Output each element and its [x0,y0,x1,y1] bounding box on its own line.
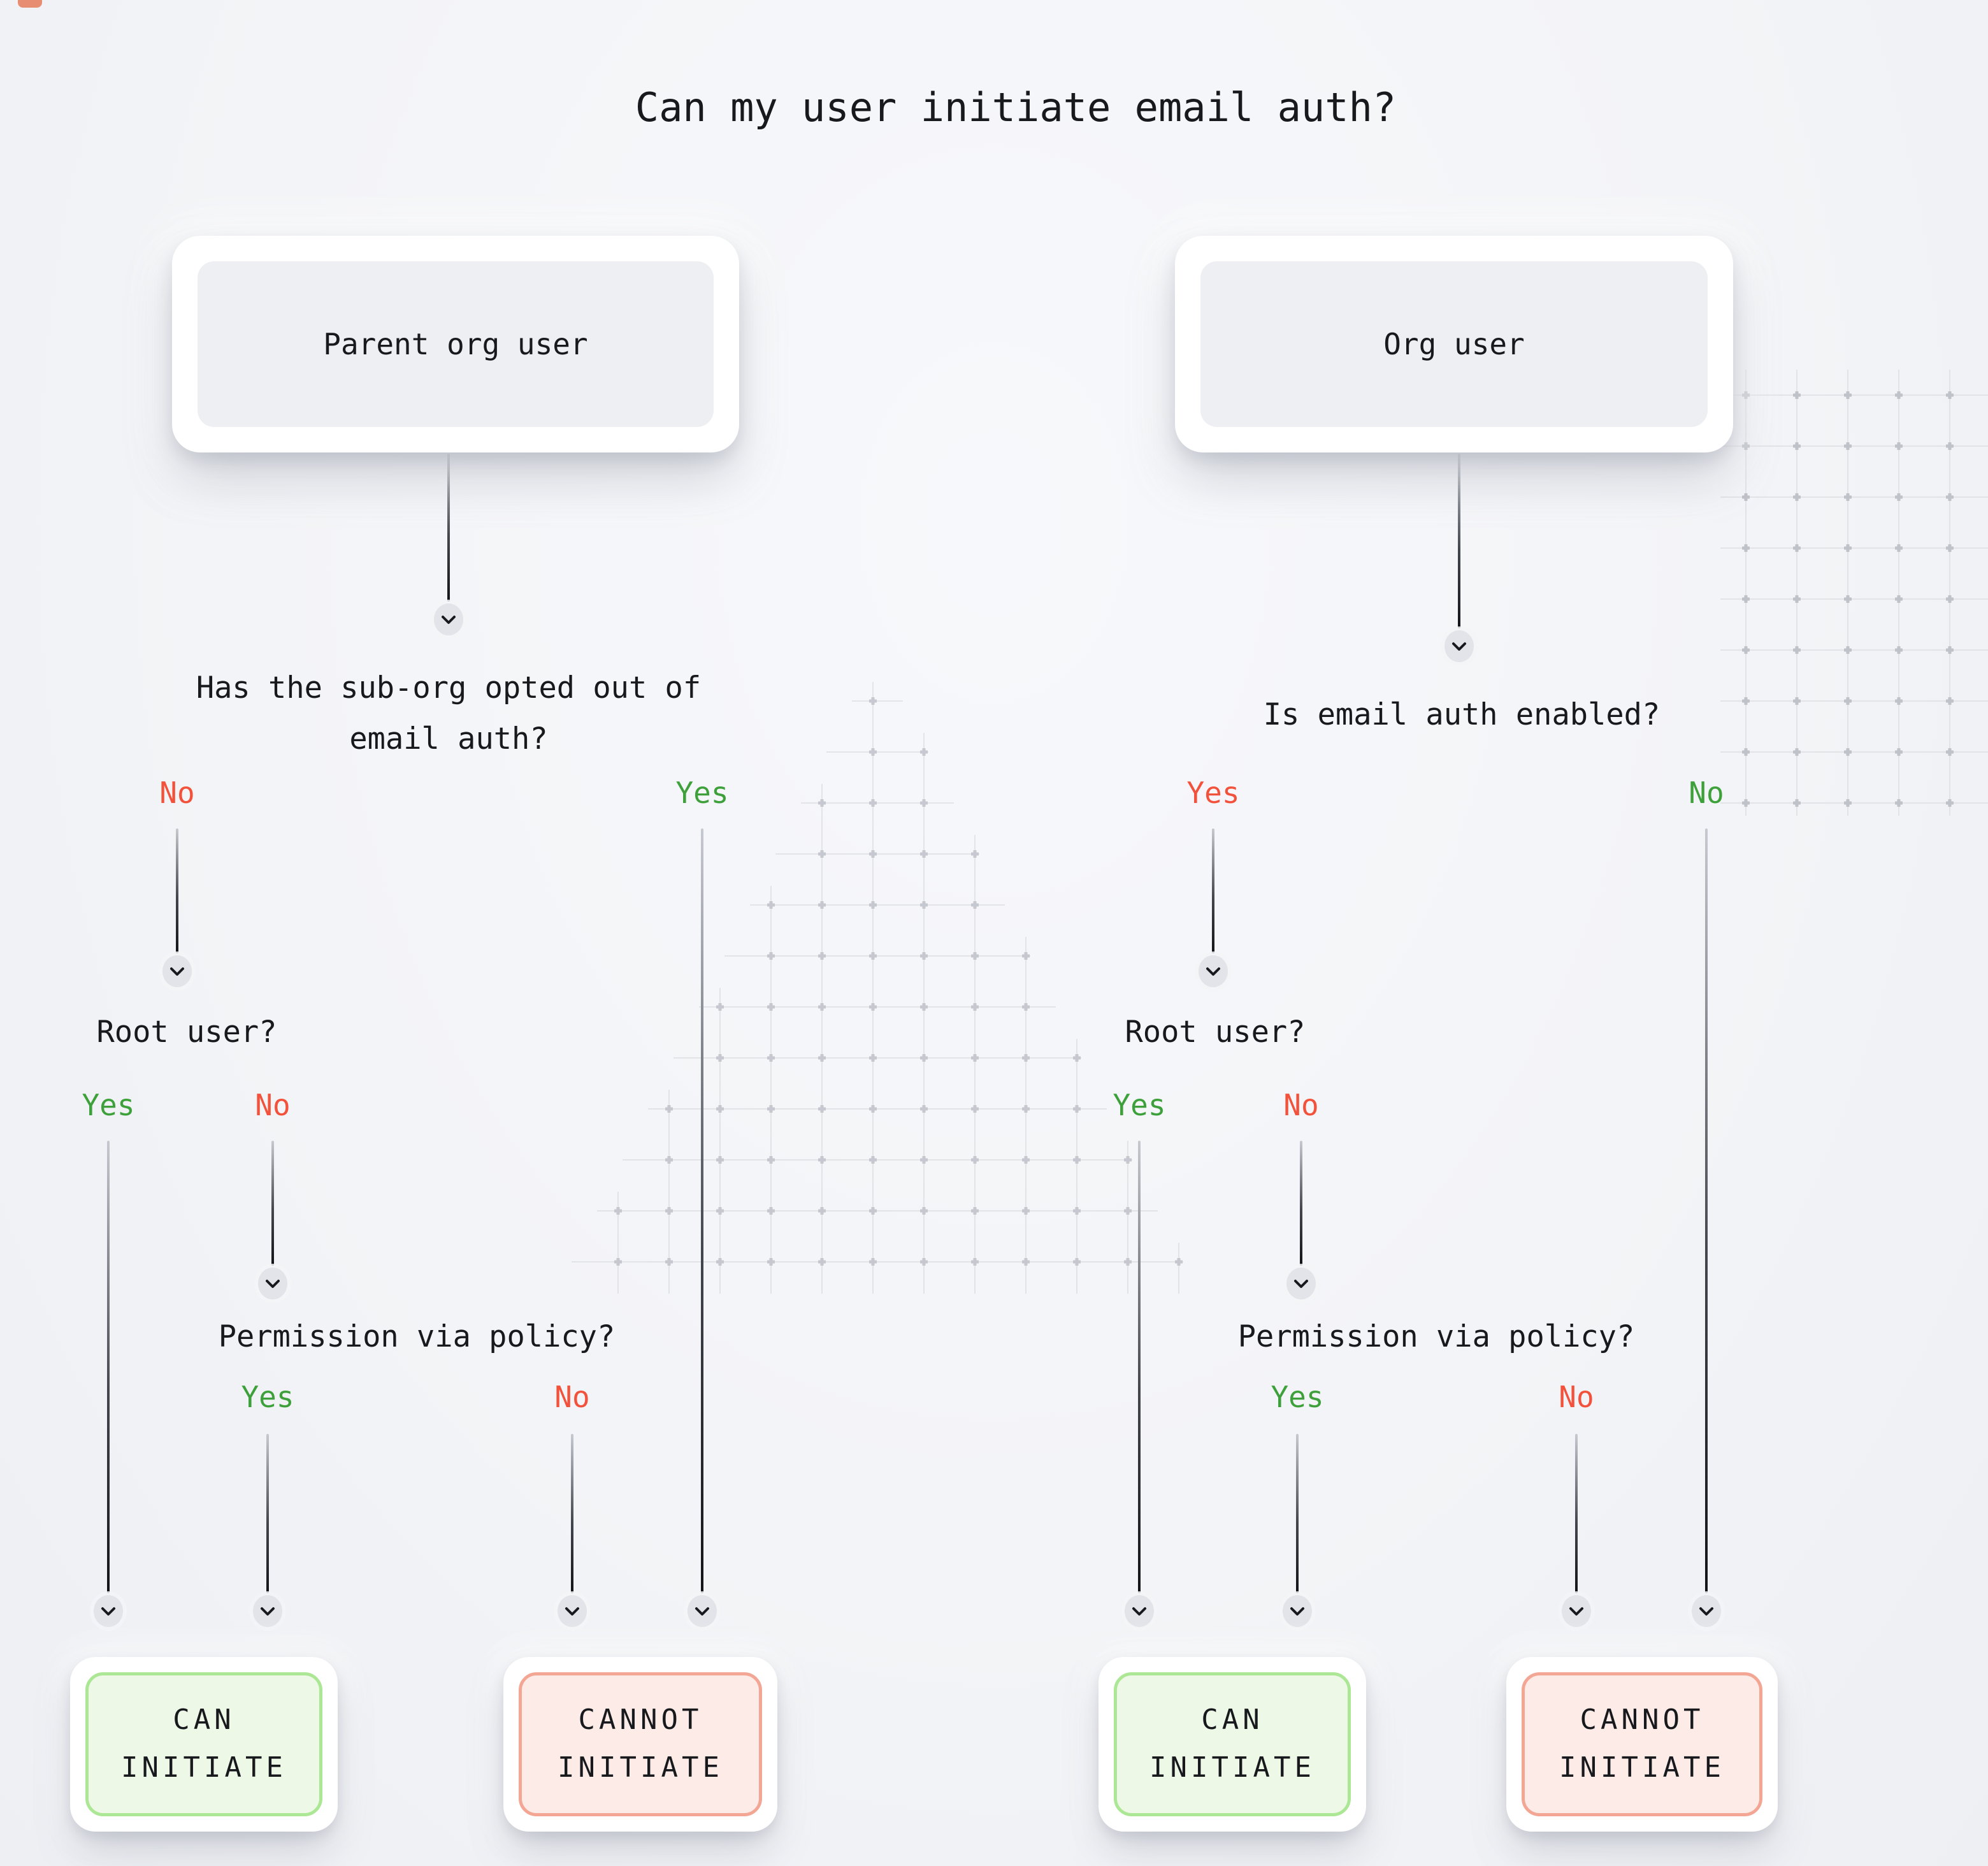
option-no-label: No [1689,776,1724,810]
connector-line [571,1434,573,1593]
chevron-down-icon [162,955,192,987]
chevron-down-icon [253,1595,282,1627]
chevron-down-icon [1199,955,1228,987]
option-yes-label: Yes [241,1380,294,1414]
chevron-down-icon [1286,1268,1316,1299]
option-no-label: No [255,1088,291,1122]
option-no-label: No [554,1380,590,1414]
chevron-down-icon [558,1595,587,1627]
connector-line [1575,1434,1578,1593]
option-no-label: No [1283,1088,1319,1122]
background-grid-pattern [1720,370,1988,816]
connector-line [271,1141,274,1266]
page-title: Can my user initiate email auth? [635,84,1397,131]
parent-org-user-node: Parent org user [172,236,739,452]
option-yes-label: Yes [1113,1088,1166,1122]
chevron-down-icon [1444,630,1474,662]
outcome-cannot-initiate-left: CANNOT INITIATE [503,1657,777,1832]
outcome-can-initiate-left: CAN INITIATE [70,1657,338,1832]
connector-line [1296,1434,1299,1593]
connector-line-long [1705,828,1708,1593]
chevron-down-icon [1125,1595,1154,1627]
question-suborg-optout-line1: Has the sub-org opted out of [196,670,702,705]
question-permission-policy: Permission via policy? [218,1319,616,1354]
connector-line [1212,828,1214,953]
outcome-can-initiate-right: CAN INITIATE [1098,1657,1366,1832]
connector-line-long [1138,1141,1141,1593]
outcome-can-initiate-label: CAN INITIATE [85,1672,322,1816]
chevron-down-icon [434,604,463,635]
option-no-label: No [1559,1380,1594,1414]
background-pyramid-pattern [572,682,1183,1294]
option-yes-label: Yes [675,776,729,810]
outcome-can-initiate-label: CAN INITIATE [1114,1672,1351,1816]
corner-accent [18,0,42,8]
option-yes-label: Yes [1271,1380,1324,1414]
chevron-down-icon [1562,1595,1591,1627]
outcome-cannot-initiate-label: CANNOT INITIATE [1522,1672,1762,1816]
org-user-label: Org user [1200,261,1708,427]
org-user-node: Org user [1175,236,1733,452]
connector-line-long [701,828,703,1593]
question-root-user: Root user? [96,1015,277,1050]
connector-line [447,454,450,602]
chevron-down-icon [258,1268,287,1299]
question-suborg-optout-line2: email auth? [349,721,548,756]
chevron-down-icon [1283,1595,1312,1627]
outcome-cannot-initiate-right: CANNOT INITIATE [1506,1657,1778,1832]
chevron-down-icon [94,1595,123,1627]
option-yes-label: Yes [1186,776,1240,810]
connector-line [176,828,178,953]
option-no-label: No [159,776,195,810]
question-root-user: Root user? [1125,1015,1306,1050]
connector-line [1458,454,1460,628]
question-email-auth-enabled: Is email auth enabled? [1263,697,1660,732]
connector-line-long [107,1141,110,1593]
connector-line [266,1434,269,1593]
connector-line [1300,1141,1302,1266]
option-yes-label: Yes [82,1088,135,1122]
chevron-down-icon [688,1595,717,1627]
chevron-down-icon [1692,1595,1721,1627]
outcome-cannot-initiate-label: CANNOT INITIATE [519,1672,762,1816]
parent-org-user-label: Parent org user [198,261,714,427]
question-permission-policy: Permission via policy? [1237,1319,1635,1354]
